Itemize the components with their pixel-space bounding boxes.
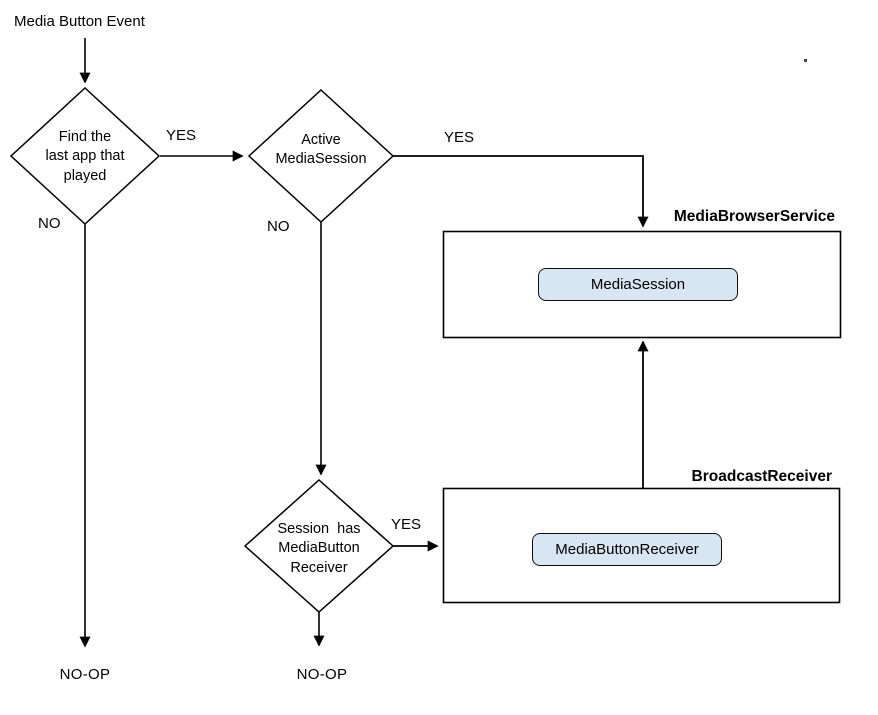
noop-label-right: NO-OP	[296, 666, 348, 683]
mediabrowserservice-label: MediaBrowserService	[673, 208, 835, 225]
decision-active-mediasession-text: Active MediaSession	[251, 129, 391, 171]
start-event-label: Media Button Event	[14, 13, 145, 30]
yes-label-find-last-app: YES	[166, 127, 197, 144]
yes-label-active-mediasession: YES	[444, 129, 475, 146]
decision-text-line: played	[63, 167, 107, 184]
decision-session-has-receiver-text: Session has MediaButton Receiver	[249, 518, 389, 580]
decision-find-last-app-text: Find the last app that played	[20, 126, 150, 188]
mediabuttonreceiver-node: MediaButtonReceiver	[532, 533, 722, 566]
decision-text-line: MediaSession	[275, 151, 367, 167]
decision-text-line: Find the	[58, 128, 112, 145]
broadcastreceiver-label: BroadcastReceiver	[691, 468, 832, 485]
decision-diamond-session-has-receiver	[243, 478, 395, 614]
decision-text-line: Receiver	[290, 559, 348, 576]
noop-label-left: NO-OP	[59, 666, 111, 683]
mediasession-node: MediaSession	[538, 268, 738, 301]
no-label-find-last-app: NO	[38, 215, 61, 232]
decision-diamond-find-last-app	[9, 86, 161, 226]
decision-diamond-active-mediasession	[247, 88, 395, 224]
speck-artifact	[804, 59, 807, 62]
no-label-active-mediasession: NO	[267, 218, 290, 235]
decision-text-line: last app that	[45, 148, 125, 165]
yes-label-session-has-receiver: YES	[391, 516, 422, 533]
arrow-yes-active-session-to-browserservice	[393, 155, 649, 228]
mediasession-node-label: MediaSession	[590, 276, 686, 293]
mediabuttonreceiver-node-label: MediaButtonReceiver	[555, 541, 699, 558]
decision-text-line: Active	[301, 131, 341, 148]
decision-text-line: Session has	[277, 520, 361, 537]
decision-text-line: MediaButton	[278, 540, 360, 557]
